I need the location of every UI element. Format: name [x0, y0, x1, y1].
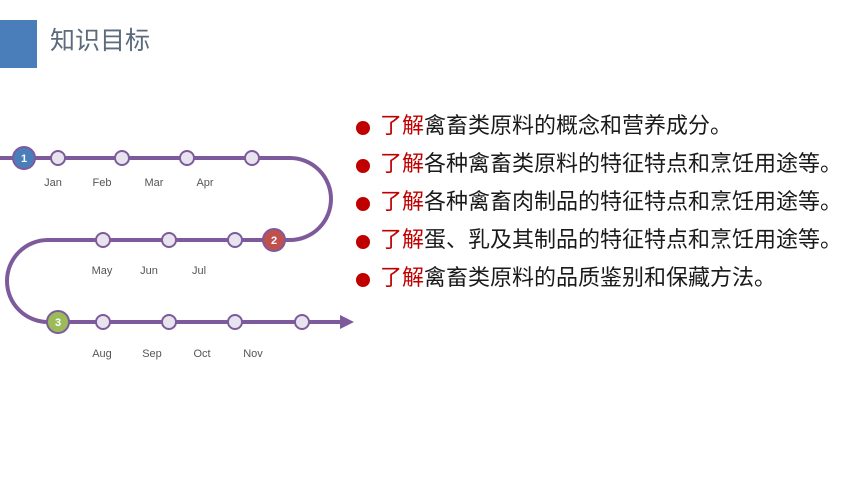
bullet-dot-icon: [356, 121, 370, 135]
month-label: Sep: [142, 348, 162, 360]
month-label: Jan: [44, 177, 62, 189]
page-title: 知识目标: [50, 26, 151, 55]
goal-text: 各种禽畜肉制品的特征特点和烹饪用途等。: [424, 190, 843, 215]
month-label: Jul: [192, 265, 206, 277]
goal-lead: 了解: [380, 114, 425, 139]
goal-lead: 了解: [380, 190, 425, 215]
timeline-arrowhead: [340, 315, 354, 329]
header-accent-bar: [0, 20, 37, 68]
bullet-dot-icon: [356, 197, 370, 211]
timeline-node: [179, 150, 195, 166]
milestone-1-label: 1: [21, 153, 27, 165]
timeline-node: [95, 314, 111, 330]
month-label: Jun: [140, 265, 158, 277]
timeline-node: [294, 314, 310, 330]
knowledge-goals-list: 了解禽畜类原料的概念和营养成分。 了解各种禽畜类原料的特征特点和烹饪用途等。 了…: [354, 108, 844, 298]
bullet-dot-icon: [356, 159, 370, 173]
timeline-node: [114, 150, 130, 166]
goal-text: 各种禽畜类原料的特征特点和烹饪用途等。: [424, 152, 843, 177]
month-label: Mar: [145, 177, 164, 189]
timeline-node: [161, 314, 177, 330]
goal-lead: 了解: [380, 266, 425, 291]
timeline-node: [95, 232, 111, 248]
milestone-3-marker: [46, 310, 70, 334]
milestone-3-label: 3: [55, 317, 61, 329]
goal-text: 禽畜类原料的品质鉴别和保藏方法。: [424, 266, 777, 291]
month-label: Oct: [193, 348, 210, 360]
timeline-node: [161, 232, 177, 248]
goal-lead: 了解: [380, 228, 425, 253]
timeline-node: [227, 314, 243, 330]
milestone-1-marker: [12, 146, 36, 170]
goal-item: 了解各种禽畜类原料的特征特点和烹饪用途等。: [354, 146, 844, 184]
month-label: May: [92, 265, 113, 277]
goal-item: 了解禽畜类原料的品质鉴别和保藏方法。: [354, 260, 844, 298]
month-label: Aug: [92, 348, 112, 360]
goal-lead: 了解: [380, 152, 425, 177]
goal-item: 了解蛋、乳及其制品的特征特点和烹饪用途等。: [354, 222, 844, 260]
timeline-node: [244, 150, 260, 166]
month-label: Feb: [93, 177, 112, 189]
month-label: Apr: [196, 177, 213, 189]
month-label: Nov: [243, 348, 263, 360]
timeline-node: [227, 232, 243, 248]
bullet-dot-icon: [356, 235, 370, 249]
timeline-node: [50, 150, 66, 166]
goal-text: 蛋、乳及其制品的特征特点和烹饪用途等。: [424, 228, 843, 253]
goal-item: 了解各种禽畜肉制品的特征特点和烹饪用途等。: [354, 184, 844, 222]
milestone-2-marker: [262, 228, 286, 252]
goal-text: 禽畜类原料的概念和营养成分。: [424, 114, 733, 139]
goal-item: 了解禽畜类原料的概念和营养成分。: [354, 108, 844, 146]
bullet-dot-icon: [356, 273, 370, 287]
milestone-2-label: 2: [271, 235, 277, 247]
